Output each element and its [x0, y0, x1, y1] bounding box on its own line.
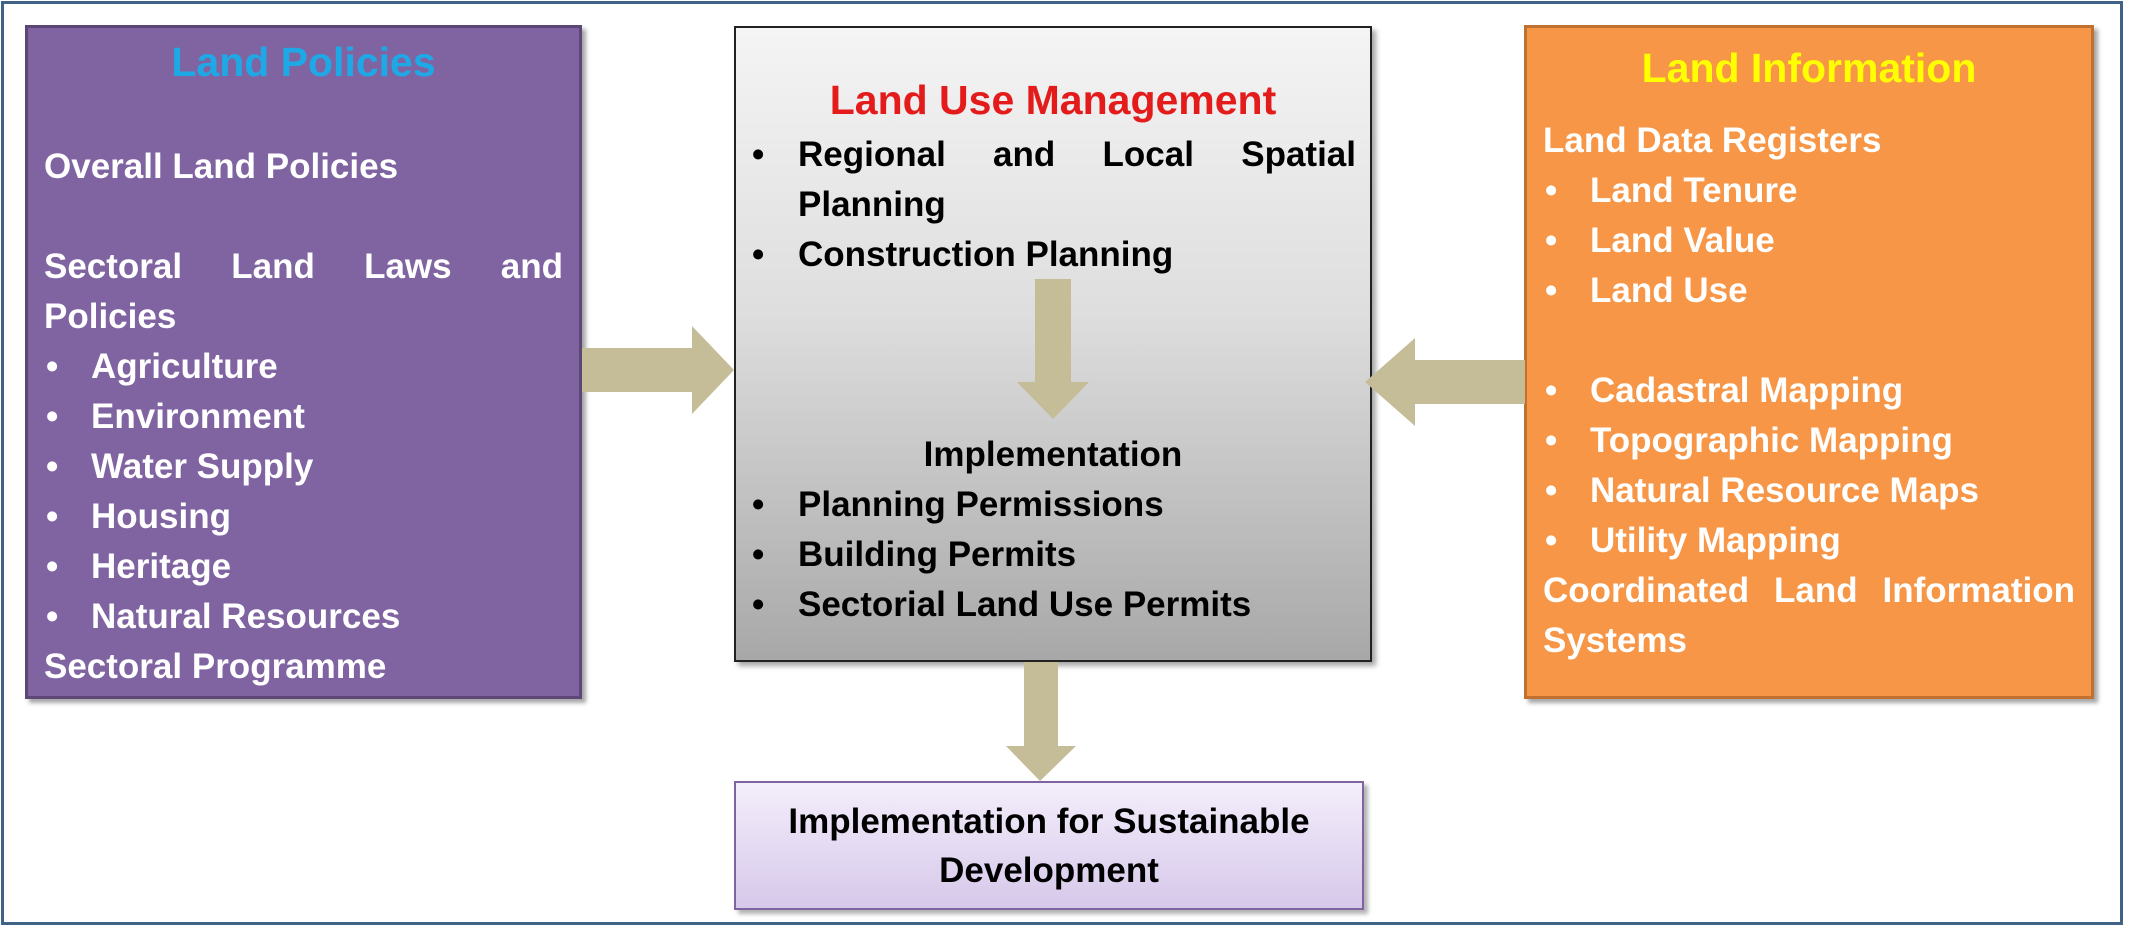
- list-item: Cadastral Mapping: [1543, 366, 2075, 416]
- list-item: Natural Resources: [44, 592, 563, 642]
- land-policies-title: Land Policies: [171, 39, 436, 85]
- sustainable-development-label: Implementation for Sustainable Developme…: [788, 801, 1310, 890]
- list-item: Water Supply: [44, 442, 563, 492]
- implementation-heading: Implementation: [923, 435, 1183, 474]
- list-item: Topographic Mapping: [1543, 416, 2075, 466]
- list-item: Planning Permissions: [750, 480, 1356, 530]
- policy-sector-list: Agriculture Environment Water Supply Hou…: [44, 342, 563, 642]
- arrow-right-icon: [582, 326, 734, 414]
- implementation-list: Planning Permissions Building Permits Se…: [750, 480, 1356, 630]
- list-item: Land Use: [1543, 266, 2075, 316]
- coordinated-systems-line1: Coordinated Land Information: [1543, 571, 2075, 610]
- sectoral-programme: Sectoral Programme: [44, 647, 387, 686]
- arrow-left-icon: [1365, 338, 1525, 426]
- planning-item-line2: Planning: [798, 185, 946, 224]
- planning-item-line1: Regional and Local Spatial: [798, 135, 1356, 174]
- land-use-management-title: Land Use Management: [829, 77, 1277, 123]
- land-information-title: Land Information: [1641, 45, 1977, 91]
- list-item: Regional and Local Spatial Planning: [750, 130, 1356, 230]
- arrow-down-icon: [1006, 662, 1076, 781]
- overall-land-policies: Overall Land Policies: [44, 147, 399, 186]
- list-item: Housing: [44, 492, 563, 542]
- list-item: Building Permits: [750, 530, 1356, 580]
- list-item: Construction Planning: [750, 230, 1356, 280]
- list-item: Land Value: [1543, 216, 2075, 266]
- sustainable-development-box: Implementation for Sustainable Developme…: [734, 781, 1364, 910]
- land-data-registers: Land Data Registers: [1543, 121, 1882, 160]
- list-item: Natural Resource Maps: [1543, 466, 2075, 516]
- list-item: Utility Mapping: [1543, 516, 2075, 566]
- arrow-down-icon: [1017, 279, 1089, 419]
- list-item: Agriculture: [44, 342, 563, 392]
- land-policies-box: Land Policies Overall Land Policies Sect…: [25, 25, 582, 699]
- list-item: Environment: [44, 392, 563, 442]
- coordinated-systems-line2: Systems: [1543, 621, 1687, 660]
- sectoral-laws-line1: Sectoral Land Laws and: [44, 247, 563, 286]
- list-item: Land Tenure: [1543, 166, 2075, 216]
- list-item: Sectorial Land Use Permits: [750, 580, 1356, 630]
- registers-list: Land Tenure Land Value Land Use: [1543, 166, 2075, 316]
- planning-list: Regional and Local Spatial Planning Cons…: [750, 130, 1356, 280]
- land-information-box: Land Information Land Data Registers Lan…: [1524, 25, 2094, 699]
- sectoral-laws-line2: Policies: [44, 297, 177, 336]
- land-use-management-box: Land Use Management Regional and Local S…: [734, 26, 1372, 662]
- mapping-list: Cadastral Mapping Topographic Mapping Na…: [1543, 366, 2075, 566]
- list-item: Heritage: [44, 542, 563, 592]
